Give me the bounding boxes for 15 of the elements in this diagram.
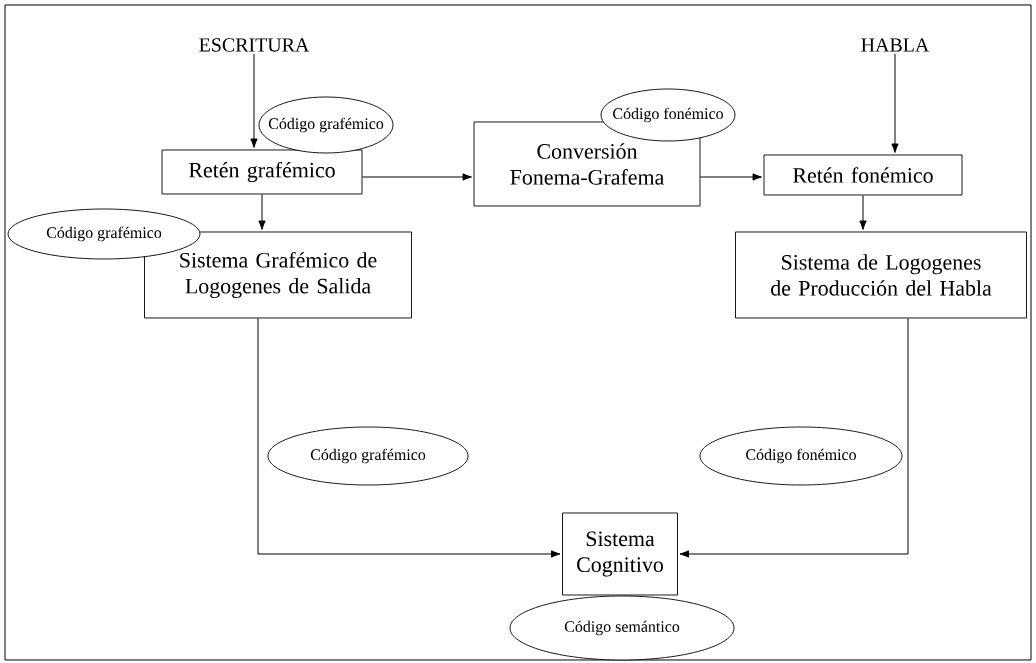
arrow — [699, 173, 762, 181]
arrow — [257, 317, 561, 558]
arrow — [361, 173, 472, 181]
arrow — [679, 317, 909, 558]
process-box: Sistema de Logogenes de Producción del Habla — [735, 231, 1027, 319]
process-box: Retén grafémico — [161, 149, 363, 195]
input-label: ESCRITURA — [199, 38, 310, 52]
input-label: HABLA — [861, 38, 930, 52]
process-box: Sistema Cognitivo — [562, 512, 678, 596]
arrow — [250, 53, 258, 148]
node-label: Código semántico — [564, 620, 680, 636]
arrow — [891, 53, 899, 153]
process-box: Retén fonémico — [763, 154, 963, 196]
arrow — [258, 193, 266, 230]
arrow — [859, 194, 867, 230]
